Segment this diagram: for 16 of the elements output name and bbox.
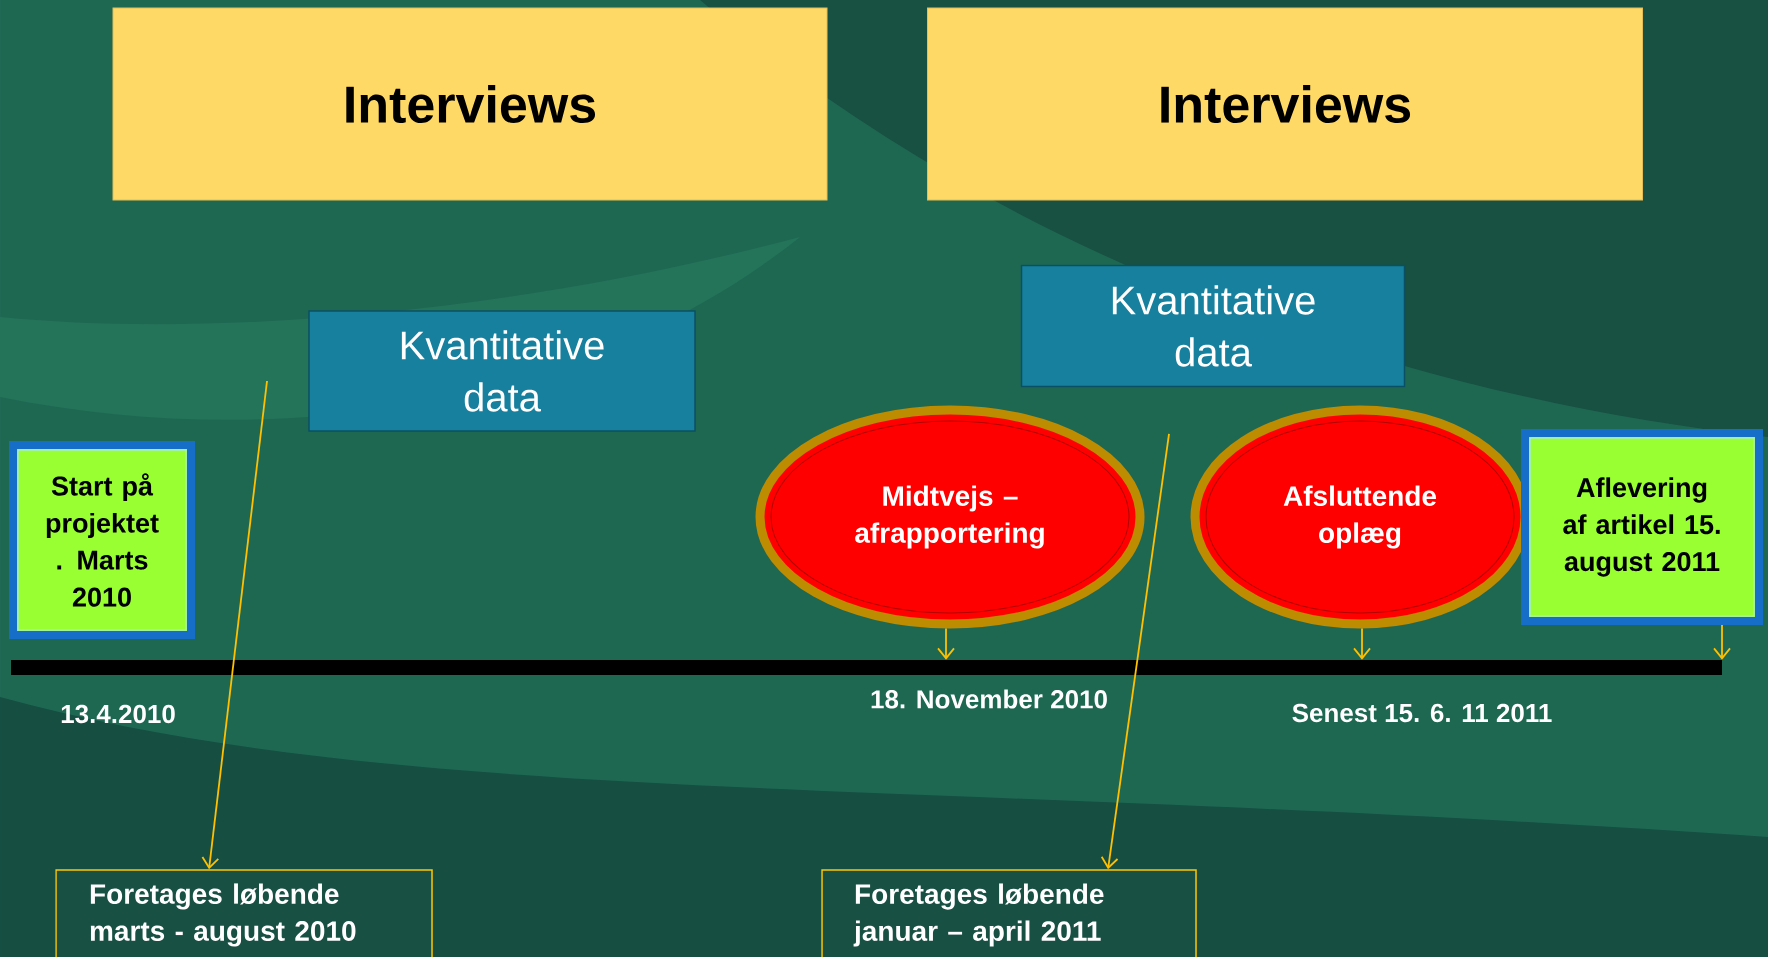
arrow xyxy=(937,627,955,660)
note-box: Foretages løbende marts - august 2010 xyxy=(55,869,433,957)
interview-box: Interviews xyxy=(112,7,828,201)
milestone-box: Start på projektet . Marts 2010 xyxy=(9,441,195,639)
date-label: 18. November 2010 xyxy=(871,689,1107,709)
date-label: 13.4.2010 xyxy=(61,704,175,724)
arrow xyxy=(1100,433,1170,870)
arrow xyxy=(201,380,268,870)
data-box: Kvantitative data xyxy=(1020,264,1406,388)
data-box: Kvantitative data xyxy=(308,310,696,432)
milestone-box: Aflevering af artikel 15. august 2011 xyxy=(1521,429,1763,625)
date-label: Senest 15. 6. 11 2011 xyxy=(1292,703,1552,723)
arrow xyxy=(1353,627,1371,660)
interview-box: Interviews xyxy=(927,7,1643,201)
arrow xyxy=(1713,624,1731,660)
note-box: Foretages løbende januar – april 2011 xyxy=(821,869,1197,957)
